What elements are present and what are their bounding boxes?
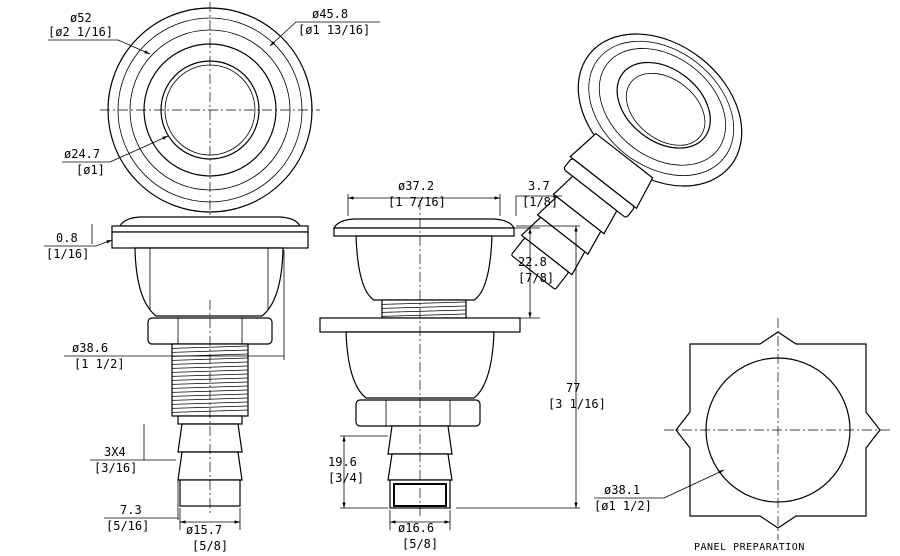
dim-body-depth-mm: 22.8 (518, 255, 547, 269)
dim-barb-tip-in: [5/16] (106, 519, 149, 533)
dim-flange-h-in: [1/8] (522, 195, 558, 209)
dim-panel-hole-mm: ø38.1 (604, 483, 640, 497)
thread-line (171, 369, 249, 373)
dim-hose-front-mm: ø15.7 (186, 523, 222, 537)
dim-top-outer-in: [ø2 1/16] (48, 25, 113, 39)
thread-line (171, 381, 249, 385)
dim-barb-step-in: [3/16] (94, 461, 137, 475)
thread-line (381, 313, 467, 317)
dim-top-mid-mm: ø45.8 (312, 7, 348, 21)
dim-top-mid-in: [ø1 13/16] (298, 23, 370, 37)
dim-flange-side-in: [1 7/16] (388, 195, 446, 209)
dim-bore-in: [ø1] (76, 163, 105, 177)
dim-overall-in: [3 1/16] (548, 397, 606, 411)
dim-panel-hole-in: [ø1 1/2] (594, 499, 652, 513)
dim-flange-thk-in: [1/16] (46, 247, 89, 261)
dim-flange-h-mm: 3.7 (528, 179, 550, 193)
front-view (111, 216, 309, 516)
dim-top-outer-mm: ø52 (70, 11, 92, 25)
thread-line (381, 301, 467, 305)
dim-barb-tip-mm: 7.3 (120, 503, 142, 517)
dim-hose-side-mm: ø16.6 (398, 521, 434, 535)
thread-line (171, 345, 249, 349)
thread-line (171, 385, 249, 389)
dim-bore-mm: ø24.7 (64, 147, 100, 161)
dim-hose-side-in: [5/8] (402, 537, 438, 551)
dim-barb-len-in: [3/4] (328, 471, 364, 485)
thread-line (171, 349, 249, 353)
dim-flange-thk-mm: 0.8 (56, 231, 78, 245)
thread-line (381, 305, 467, 309)
dim-flange-side-mm: ø37.2 (398, 179, 434, 193)
dim-hose-front-in: [5/8] (192, 539, 228, 553)
panel-preparation (664, 318, 892, 540)
panel-preparation-caption: PANEL PREPARATION (694, 542, 805, 553)
dim-barb-step-mm: 3X4 (104, 445, 126, 459)
side-view (319, 200, 521, 516)
isometric-view (511, 33, 743, 290)
dim-body-mm: ø38.6 (72, 341, 108, 355)
thread-line (171, 405, 249, 409)
dimension-labels: ø52 [ø2 1/16] ø45.8 [ø1 13/16] ø24.7 [ø1… (46, 7, 805, 553)
dimension-lines (44, 21, 725, 530)
dim-overall-mm: 77 (566, 381, 580, 395)
thread-line (381, 309, 467, 313)
dim-barb-len-mm: 19.6 (328, 455, 357, 469)
dim-body-depth-in: [7/8] (518, 271, 554, 285)
dim-body-in: [1 1/2] (74, 357, 125, 371)
